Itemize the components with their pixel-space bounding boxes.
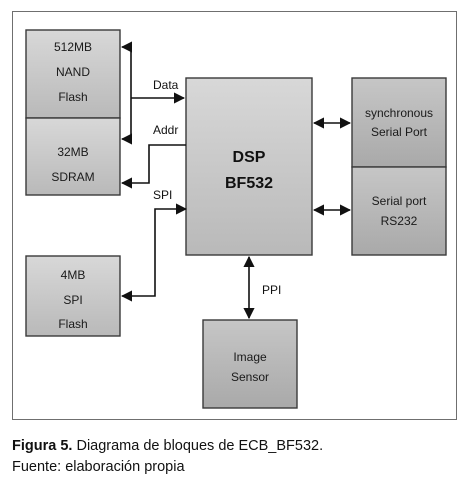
sync-serial-line-2: Serial Port bbox=[371, 125, 428, 139]
data-signal-label: Data bbox=[153, 78, 179, 92]
spi-flash-line-3: Flash bbox=[58, 317, 87, 331]
figure-number: Figura 5. bbox=[12, 438, 73, 454]
sdram-line-1: 32MB bbox=[57, 145, 88, 159]
figure-caption: Figura 5. Diagrama de bloques de ECB_BF5… bbox=[12, 436, 462, 478]
nand-line-1: 512MB bbox=[54, 40, 92, 54]
sync-serial-line-1: synchronous bbox=[365, 106, 433, 120]
ppi-signal-label: PPI bbox=[262, 283, 281, 297]
rs232-line-2: RS232 bbox=[381, 214, 418, 228]
image-sensor-block bbox=[202, 319, 298, 409]
caption-source: Fuente: elaboración propia bbox=[12, 459, 185, 475]
caption-title-line: Figura 5. Diagrama de bloques de ECB_BF5… bbox=[12, 436, 462, 457]
dsp-block bbox=[185, 77, 313, 256]
dsp-label: DSP bbox=[233, 149, 266, 166]
addr-bus-line bbox=[120, 144, 186, 189]
nand-line-3: Flash bbox=[58, 90, 87, 104]
rs232-serial-port-block bbox=[351, 166, 447, 256]
spi-flash-line-1: 4MB bbox=[61, 268, 86, 282]
synchronous-serial-port-block bbox=[351, 77, 447, 168]
spi-bus-line bbox=[120, 203, 188, 302]
sdram-line-2: SDRAM bbox=[51, 170, 94, 184]
data-bus-memory-line bbox=[120, 41, 133, 145]
rs232-line-1: Serial port bbox=[372, 194, 427, 208]
addr-signal-label: Addr bbox=[153, 123, 178, 137]
spi-flash-line-2: SPI bbox=[63, 293, 82, 307]
dsp-model-label: BF532 bbox=[225, 175, 273, 192]
image-sensor-line-1: Image bbox=[233, 350, 267, 364]
nand-line-2: NAND bbox=[56, 65, 90, 79]
figure-frame bbox=[12, 11, 457, 420]
sdram-block bbox=[25, 117, 121, 196]
spi-flash-block bbox=[25, 255, 121, 337]
figure-description: Diagrama de bloques de ECB_BF532. bbox=[72, 438, 324, 454]
image-sensor-line-2: Sensor bbox=[231, 370, 269, 384]
spi-signal-label: SPI bbox=[153, 188, 172, 202]
